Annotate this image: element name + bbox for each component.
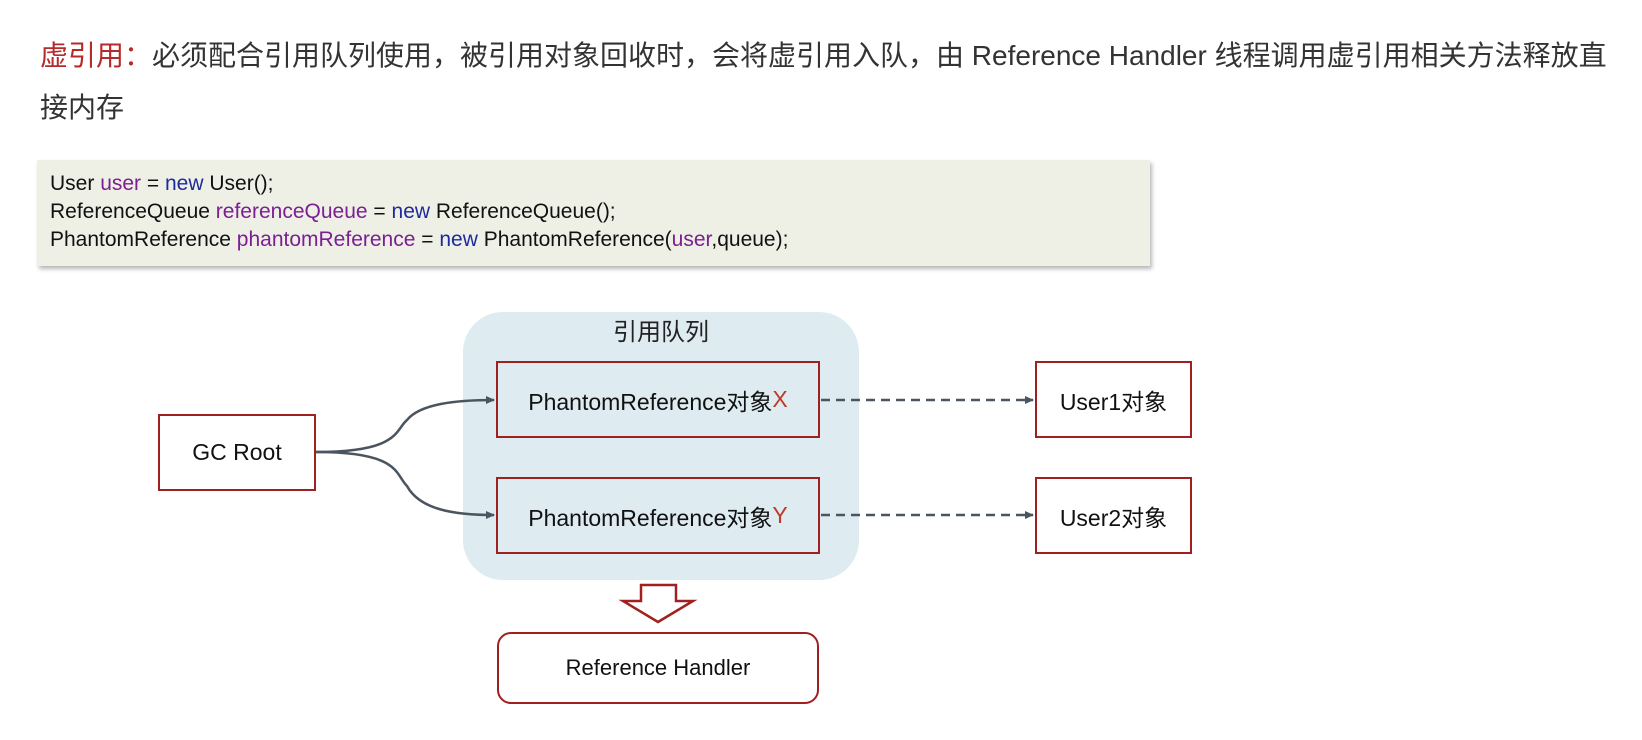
code-variable: referenceQueue	[215, 200, 368, 223]
code-line-1: User user = new User();	[50, 170, 1150, 198]
user1-object-label: User1对象	[1059, 388, 1168, 415]
code-type: ReferenceQueue	[50, 200, 210, 223]
code-constructor: User();	[203, 172, 274, 195]
phantom-reference-x-label: PhantomReference对象	[528, 388, 773, 415]
phantom-reference-y-letter: Y	[772, 502, 788, 528]
code-operator: =	[367, 200, 392, 223]
gc-root-to-ref-x-arrow	[315, 396, 495, 454]
intro-term: 虚引用：	[40, 40, 153, 71]
code-variable: phantomReference	[236, 228, 416, 251]
code-type: PhantomReference	[50, 228, 231, 251]
user2-object-node: User2对象	[1035, 477, 1192, 554]
code-line-2: ReferenceQueue referenceQueue = new Refe…	[50, 198, 1150, 226]
code-block: User user = new User(); ReferenceQueue r…	[37, 160, 1150, 266]
code-constructor: ReferenceQueue();	[430, 200, 616, 223]
user1-object-node: User1对象	[1035, 361, 1192, 438]
reference-handler-node: Reference Handler	[497, 632, 819, 704]
code-type: User	[50, 172, 95, 195]
user2-object-label: User2对象	[1059, 504, 1168, 531]
phantom-reference-x-letter: X	[772, 386, 788, 412]
queue-to-handler-hollow-arrow	[618, 583, 698, 624]
phantom-reference-y-label: PhantomReference对象	[528, 504, 773, 531]
reference-handler-label: Reference Handler	[565, 655, 751, 680]
code-keyword: new	[164, 172, 204, 195]
code-variable: user	[100, 172, 142, 195]
code-constructor: PhantomReference(	[477, 228, 672, 251]
gc-root-node: GC Root	[158, 414, 316, 491]
intro-paragraph: 虚引用：必须配合引用队列使用，被引用对象回收时，会将虚引用入队，由 Refere…	[40, 30, 1620, 134]
reference-queue-title: 引用队列	[613, 319, 709, 346]
intro-text: 必须配合引用队列使用，被引用对象回收时，会将虚引用入队，由 Reference …	[40, 40, 1607, 123]
code-argument: user	[671, 228, 712, 251]
code-line-3: PhantomReference phantomReference = new …	[50, 226, 1150, 254]
code-operator: =	[415, 228, 440, 251]
code-keyword: new	[439, 228, 478, 251]
code-keyword: new	[391, 200, 431, 223]
gc-root-to-ref-y-arrow	[315, 450, 495, 519]
code-operator: =	[141, 172, 165, 195]
code-constructor-end: ,queue);	[711, 228, 789, 251]
gc-root-label: GC Root	[192, 439, 282, 465]
